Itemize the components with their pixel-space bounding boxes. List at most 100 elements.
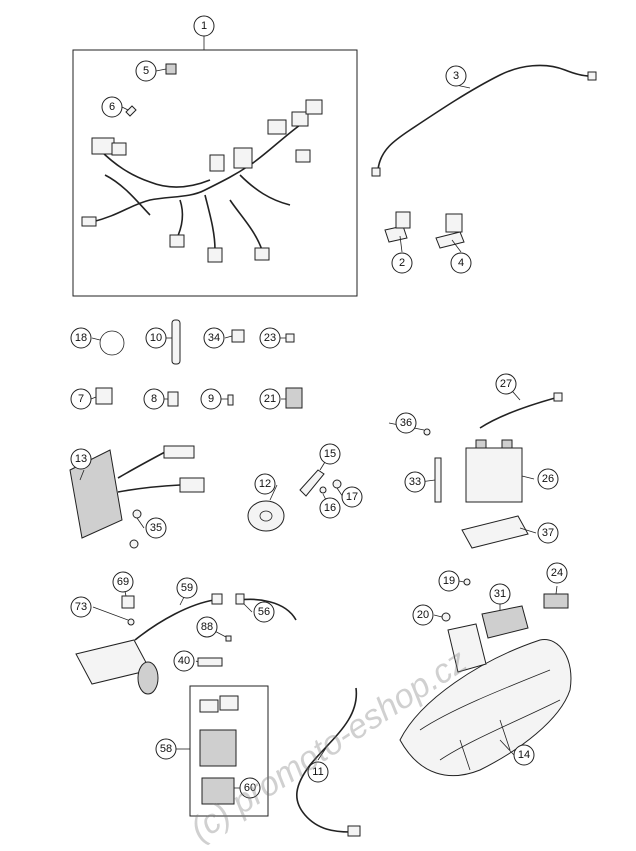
callout-label: 3 bbox=[453, 70, 459, 82]
part-21-connector bbox=[285, 387, 303, 409]
callout-label: 12 bbox=[259, 478, 271, 490]
callout-14[interactable]: 14 bbox=[513, 744, 535, 766]
callout-1[interactable]: 1 bbox=[193, 15, 215, 37]
part-3-cable bbox=[371, 64, 597, 177]
callout-label: 20 bbox=[417, 609, 429, 621]
part-16-nut bbox=[319, 486, 327, 494]
part-17-washer bbox=[332, 479, 342, 489]
callout-label: 2 bbox=[399, 257, 405, 269]
callout-34[interactable]: 34 bbox=[203, 327, 225, 349]
callout-label: 9 bbox=[208, 393, 214, 405]
callout-label: 69 bbox=[117, 576, 129, 588]
part-59-cable bbox=[134, 599, 215, 641]
callout-8[interactable]: 8 bbox=[143, 388, 165, 410]
callout-40[interactable]: 40 bbox=[173, 650, 195, 672]
harness-group-frame bbox=[72, 49, 358, 297]
callout-11[interactable]: 11 bbox=[307, 761, 329, 783]
main-wiring-harness bbox=[81, 99, 323, 263]
callout-18[interactable]: 18 bbox=[70, 327, 92, 349]
part-27-battery-cable bbox=[479, 397, 556, 429]
part-11-cable bbox=[296, 687, 358, 833]
callout-12[interactable]: 12 bbox=[254, 473, 276, 495]
callout-17[interactable]: 17 bbox=[341, 486, 363, 508]
callout-label: 21 bbox=[264, 393, 276, 405]
part-56-cable bbox=[239, 598, 297, 621]
callout-label: 59 bbox=[181, 582, 193, 594]
part-9-bulb bbox=[227, 394, 234, 406]
callout-label: 17 bbox=[346, 491, 358, 503]
callout-label: 56 bbox=[258, 606, 270, 618]
callout-label: 15 bbox=[324, 448, 336, 460]
part-8-terminal bbox=[167, 391, 179, 407]
callout-58[interactable]: 58 bbox=[155, 738, 177, 760]
callout-69[interactable]: 69 bbox=[112, 571, 134, 593]
part-37-pad bbox=[461, 515, 529, 549]
callout-label: 4 bbox=[458, 257, 464, 269]
part-60-relay-cover bbox=[201, 777, 235, 805]
part-23-clip bbox=[285, 333, 295, 343]
part-33-strap bbox=[434, 457, 442, 503]
part-20-nut bbox=[441, 612, 451, 622]
callout-10[interactable]: 10 bbox=[145, 327, 167, 349]
callout-3[interactable]: 3 bbox=[445, 65, 467, 87]
part-69-cap bbox=[121, 595, 135, 609]
part-35-nut-a bbox=[132, 509, 142, 519]
part-15-bracket bbox=[299, 469, 325, 497]
callout-21[interactable]: 21 bbox=[259, 388, 281, 410]
callout-label: 31 bbox=[494, 588, 506, 600]
callout-35[interactable]: 35 bbox=[145, 517, 167, 539]
callout-31[interactable]: 31 bbox=[489, 583, 511, 605]
callout-label: 14 bbox=[518, 749, 530, 761]
callout-56[interactable]: 56 bbox=[253, 601, 275, 623]
callout-label: 37 bbox=[542, 527, 554, 539]
part-4-bracket bbox=[435, 213, 465, 249]
part-12-horn bbox=[247, 500, 285, 532]
part-10-strap bbox=[171, 319, 181, 365]
callout-33[interactable]: 33 bbox=[404, 471, 426, 493]
callout-15[interactable]: 15 bbox=[319, 443, 341, 465]
callout-4[interactable]: 4 bbox=[450, 252, 472, 274]
callout-label: 8 bbox=[151, 393, 157, 405]
callout-label: 34 bbox=[208, 332, 220, 344]
part-14-electronics-tray bbox=[399, 639, 572, 777]
callout-label: 5 bbox=[143, 65, 149, 77]
callout-7[interactable]: 7 bbox=[70, 388, 92, 410]
callout-label: 60 bbox=[244, 782, 256, 794]
callout-16[interactable]: 16 bbox=[319, 497, 341, 519]
callout-19[interactable]: 19 bbox=[438, 570, 460, 592]
callout-59[interactable]: 59 bbox=[176, 577, 198, 599]
callout-26[interactable]: 26 bbox=[537, 468, 559, 490]
callout-73[interactable]: 73 bbox=[70, 596, 92, 618]
callout-27[interactable]: 27 bbox=[495, 373, 517, 395]
callout-9[interactable]: 9 bbox=[200, 388, 222, 410]
part-2-bracket bbox=[384, 211, 411, 243]
callout-label: 27 bbox=[500, 378, 512, 390]
callout-37[interactable]: 37 bbox=[537, 522, 559, 544]
callout-24[interactable]: 24 bbox=[546, 562, 568, 584]
callout-13[interactable]: 13 bbox=[70, 448, 92, 470]
part-24-connector bbox=[543, 593, 569, 609]
callout-label: 35 bbox=[150, 522, 162, 534]
callout-36[interactable]: 36 bbox=[395, 412, 417, 434]
part-26-battery bbox=[465, 447, 523, 503]
part-88-screw bbox=[225, 635, 232, 642]
callout-6[interactable]: 6 bbox=[101, 96, 123, 118]
callout-20[interactable]: 20 bbox=[412, 604, 434, 626]
callout-2[interactable]: 2 bbox=[391, 252, 413, 274]
callout-label: 10 bbox=[150, 332, 162, 344]
callout-5[interactable]: 5 bbox=[135, 60, 157, 82]
callout-60[interactable]: 60 bbox=[239, 777, 261, 799]
callout-label: 36 bbox=[400, 417, 412, 429]
part-6-clip bbox=[125, 105, 137, 117]
callout-label: 73 bbox=[75, 601, 87, 613]
callout-label: 19 bbox=[443, 575, 455, 587]
callout-label: 40 bbox=[178, 655, 190, 667]
callout-label: 26 bbox=[542, 473, 554, 485]
callout-label: 13 bbox=[75, 453, 87, 465]
callout-label: 16 bbox=[324, 502, 336, 514]
callout-label: 1 bbox=[201, 20, 207, 32]
part-7-relay bbox=[95, 387, 113, 405]
callout-88[interactable]: 88 bbox=[196, 616, 218, 638]
callout-23[interactable]: 23 bbox=[259, 327, 281, 349]
